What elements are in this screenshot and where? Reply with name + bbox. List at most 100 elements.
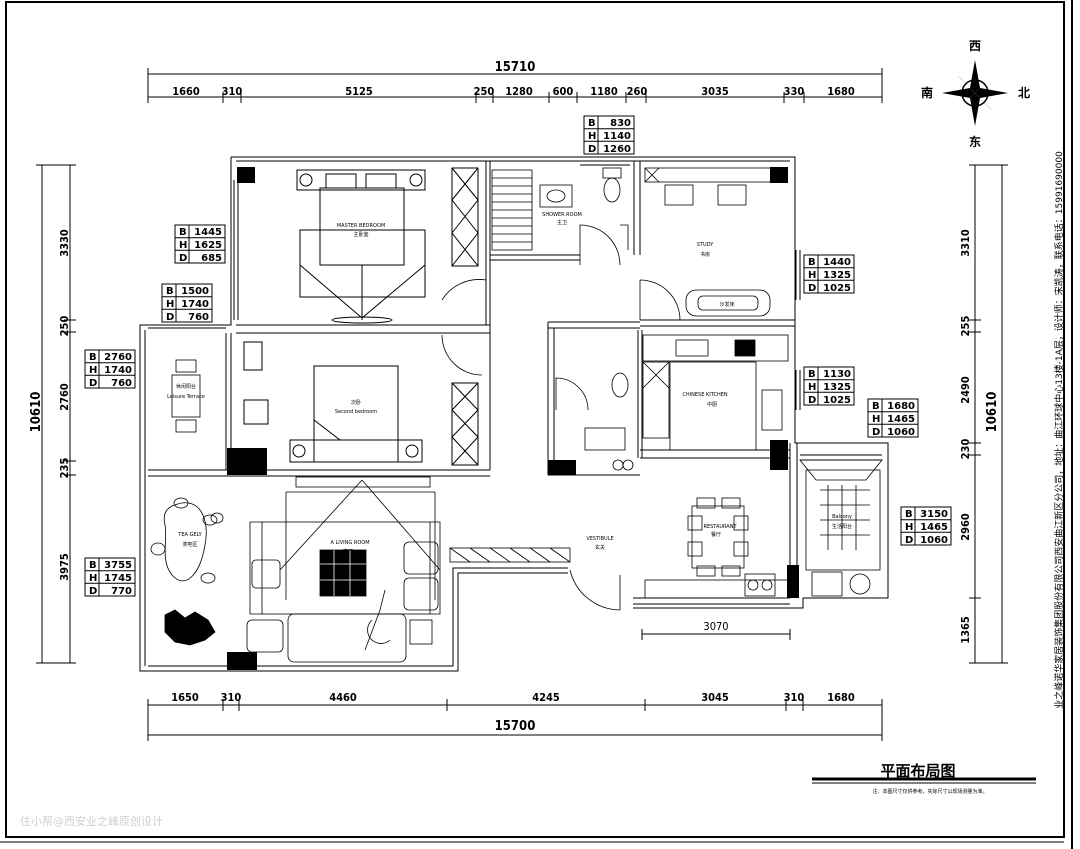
compass: 西 南 北 东 xyxy=(921,39,1030,149)
side-company-text: 业之峰诺华家居装饰集团股份有限公司西安曲江新区分公司，地址：曲江环球中心13楼-… xyxy=(1053,151,1065,709)
svg-text:D: D xyxy=(808,395,816,406)
kitchen-label-cn: 中厨 xyxy=(707,401,717,408)
tea-label-cn: 茶吧区 xyxy=(182,541,197,548)
svg-text:H: H xyxy=(166,299,174,310)
dim-bottom-1: 310 xyxy=(221,691,242,704)
spec-box-2: BHD 2760 1740 760 xyxy=(84,349,136,389)
spec-3-b: 3755 xyxy=(104,560,132,571)
stair-panel xyxy=(491,169,533,251)
svg-text:D: D xyxy=(872,427,880,438)
balcony-label-cn: 生活阳台 xyxy=(832,523,852,530)
dim-bottom-overall: 15700 xyxy=(495,719,536,734)
study-label-en: STUDY xyxy=(697,242,714,248)
spec-7-d: 1060 xyxy=(887,427,915,438)
kitchen-fixtures xyxy=(584,334,789,471)
master-bed xyxy=(296,169,426,324)
dim-right-2: 2490 xyxy=(959,376,972,404)
dim-top-1: 310 xyxy=(222,85,243,98)
plan-note: 注：本图尺寸仅供参考，实际尺寸以现场测量为准。 xyxy=(872,788,987,795)
dining-set xyxy=(644,497,791,599)
shower-label-cn: 主卫 xyxy=(557,219,567,226)
spec-2-d: 760 xyxy=(111,378,132,389)
dim-bottom-2: 4460 xyxy=(329,691,357,704)
svg-text:H: H xyxy=(872,414,880,425)
svg-text:H: H xyxy=(89,365,97,376)
dim-right-3: 230 xyxy=(959,439,972,460)
living-label-en: A LIVING ROOM xyxy=(330,540,369,546)
sofa-bed-label: 沙发床 xyxy=(719,301,734,308)
balcony-fixtures xyxy=(799,459,883,597)
spec-8-d: 1060 xyxy=(920,535,948,546)
dim-bottom-4: 3045 xyxy=(701,691,729,704)
living-label-cn: 客厅 xyxy=(343,548,353,555)
leisure-label-cn: 休闲阳台 xyxy=(176,383,196,390)
dim-top-6: 1180 xyxy=(590,85,618,98)
dim-top-10: 1680 xyxy=(827,85,855,98)
second-label-cn: 次卧 xyxy=(351,399,361,406)
svg-text:D: D xyxy=(166,312,174,323)
spec-8-b: 3150 xyxy=(920,509,948,520)
spec-8-h: 1465 xyxy=(920,522,948,533)
spec-1-d: 760 xyxy=(188,312,209,323)
spec-6-h: 1325 xyxy=(823,382,851,393)
dim-top-7: 260 xyxy=(627,85,648,98)
leisure-label-en: Leisure Terrace xyxy=(167,394,205,400)
spec-4-d: 1260 xyxy=(603,144,631,155)
second-bed xyxy=(243,341,423,463)
dim-left-0: 3330 xyxy=(58,229,71,257)
dim-right-0: 3310 xyxy=(959,229,972,257)
second-label-en: Second bedroom xyxy=(335,409,377,415)
spec-box-7: BHD 1680 1465 1060 xyxy=(867,398,919,438)
dim-3070-line xyxy=(641,629,791,640)
svg-text:H: H xyxy=(588,131,596,142)
dim-bottom-6: 1680 xyxy=(827,691,855,704)
spec-4-b: 830 xyxy=(610,118,631,129)
svg-text:H: H xyxy=(808,382,816,393)
spec-5-d: 1025 xyxy=(823,283,851,294)
dim-right-overall: 10610 xyxy=(985,392,1000,433)
dims-right xyxy=(969,164,1008,664)
walls xyxy=(139,156,889,672)
dim-top-9: 330 xyxy=(784,85,805,98)
svg-text:H: H xyxy=(808,270,816,281)
dim-right-4: 2960 xyxy=(959,513,972,541)
svg-text:B: B xyxy=(808,369,816,380)
dim-left-4: 3975 xyxy=(58,553,71,581)
compass-west: 西 xyxy=(969,39,981,53)
windows xyxy=(148,156,882,461)
tea-label-en: TEA GELY xyxy=(177,532,202,538)
dining-label-cn: 餐厅 xyxy=(711,531,721,538)
dim-bottom-0: 1650 xyxy=(171,691,199,704)
spec-5-b: 1440 xyxy=(823,257,851,268)
spec-3-d: 770 xyxy=(111,586,132,597)
spec-box-1: BHD 1500 1740 760 xyxy=(161,283,213,323)
master-label-cn: 主卧室 xyxy=(353,231,368,238)
dim-top-0: 1660 xyxy=(172,85,200,98)
dim-top-2: 5125 xyxy=(345,85,373,98)
svg-text:B: B xyxy=(89,352,97,363)
dining-label-en: RESTAURANT xyxy=(703,524,737,530)
dim-top-overall: 15710 xyxy=(495,60,536,75)
dim-left-2: 2760 xyxy=(58,383,71,411)
svg-text:D: D xyxy=(808,283,816,294)
spec-box-8: BHD 3150 1465 1060 xyxy=(900,506,952,546)
spec-0-h: 1625 xyxy=(194,240,222,251)
spec-box-6: BHD 1130 1325 1025 xyxy=(803,366,855,406)
shower-label-en: SHOWER ROOM xyxy=(542,212,582,218)
svg-text:H: H xyxy=(179,240,187,251)
vestibule-cabinet xyxy=(449,547,571,563)
sheet-border xyxy=(5,1,1065,838)
spec-box-3: BHD 3755 1745 770 xyxy=(84,557,136,597)
svg-text:D: D xyxy=(89,378,97,389)
compass-south: 南 xyxy=(921,85,933,100)
svg-text:B: B xyxy=(588,118,596,129)
dim-top-3: 250 xyxy=(474,85,495,98)
master-label-en: MASTER BEDROOM xyxy=(337,223,385,229)
svg-text:H: H xyxy=(89,573,97,584)
spec-7-h: 1465 xyxy=(887,414,915,425)
wardrobes xyxy=(451,167,479,466)
svg-text:B: B xyxy=(89,560,97,571)
spec-1-h: 1740 xyxy=(181,299,209,310)
plan-title: 平面布局图 xyxy=(880,762,955,780)
